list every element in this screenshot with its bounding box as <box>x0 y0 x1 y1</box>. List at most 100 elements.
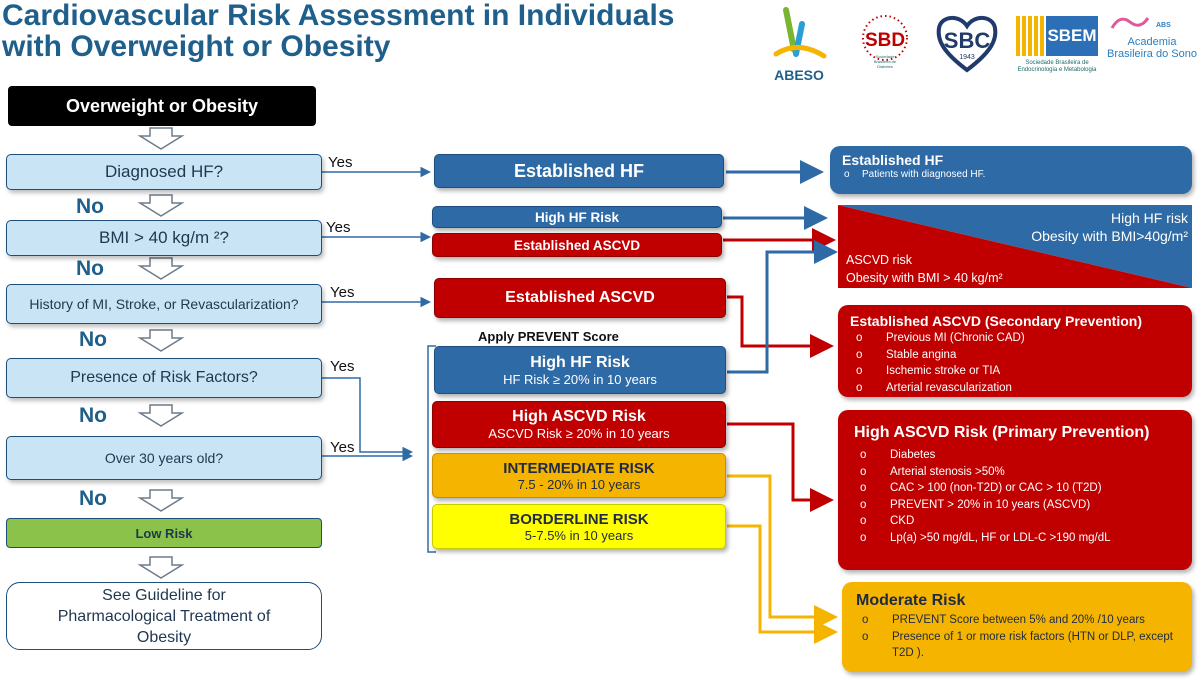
triangle-ascvd-text: ASCVD risk Obesity with BMI > 40 kg/m² <box>846 251 1003 287</box>
secondary-prevention-title: Established ASCVD (Secondary Prevention) <box>850 313 1142 329</box>
high-ascvd-risk-box: High ASCVD Risk ASCVD Risk ≥ 20% in 10 y… <box>432 401 726 448</box>
sbd-dots-icon <box>862 15 908 61</box>
down-arrow-1 <box>137 127 185 150</box>
sbem-sub: Sociedade Brasileira de Endocrinologia e… <box>1017 60 1097 73</box>
abeso-logo: ABESO <box>768 4 830 83</box>
high-ascvd-arrow <box>727 422 834 512</box>
high-hf-risk-sub: HF Risk ≥ 20% in 10 years <box>503 371 657 387</box>
ascvd-triangle <box>838 205 1192 288</box>
borderline-risk-title: BORDERLINE RISK <box>509 510 649 528</box>
sbd-label: SBD <box>864 30 906 51</box>
no-label-5: No <box>79 487 107 510</box>
secondary-prevention-panel: Established ASCVD (Secondary Prevention)… <box>838 305 1192 397</box>
abs-sub: Academia Brasileira do Sono <box>1107 36 1197 60</box>
high-hf-arrow <box>727 240 838 374</box>
title-line-1: Cardiovascular Risk Assessment in Indivi… <box>2 0 675 32</box>
start-box: Overweight or Obesity <box>8 86 316 126</box>
moderate-risk-title: Moderate Risk <box>856 592 966 609</box>
sbc-label: SBC <box>943 28 991 53</box>
down-arrow-7 <box>137 556 185 579</box>
yes-label-3: Yes <box>330 284 355 301</box>
established-ascvd-small-box: Established ASCVD <box>432 233 722 257</box>
abeso-mark-icon <box>773 7 827 59</box>
triangle-hf-line1: High HF risk <box>1110 210 1188 226</box>
established-hf-label: Established HF <box>513 160 645 181</box>
sbd-sub: Sociedade Brasileira de Diabetes <box>873 54 897 69</box>
title-line-2: with Overweight or Obesity <box>2 30 391 63</box>
intermediate-risk-title: INTERMEDIATE RISK <box>503 459 655 477</box>
sbem-grid-icon <box>1016 16 1044 56</box>
high-hf-risk-box: High HF Risk HF Risk ≥ 20% in 10 years <box>434 346 726 394</box>
established-ascvd-small-label: Established ASCVD <box>513 237 641 253</box>
triangle-ascvd-line2: Obesity with BMI > 40 kg/m² <box>846 271 1003 285</box>
triangle-ascvd-line1: ASCVD risk <box>846 253 912 267</box>
low-risk-box: Low Risk <box>6 518 322 548</box>
abs-wave-icon <box>1110 17 1150 29</box>
prevent-bracket <box>427 345 436 553</box>
page-title: Cardiovascular Risk Assessment in Indivi… <box>2 0 762 62</box>
established-hf-box: Established HF <box>434 154 724 188</box>
sbc-logo: SBC 1943 <box>935 12 999 78</box>
down-arrow-3 <box>137 257 185 280</box>
no-label-3: No <box>79 328 107 351</box>
high-ascvd-risk-sub: ASCVD Risk ≥ 20% in 10 years <box>488 426 670 441</box>
question-bmi: BMI > 40 kg/m ²? <box>6 220 322 256</box>
high-hf-risk-small-box: High HF Risk <box>432 206 722 228</box>
yes-line-4 <box>322 377 413 458</box>
high-hf-risk-title: High HF Risk <box>530 353 630 371</box>
borderline-arrow <box>727 524 838 644</box>
yes-label-4: Yes <box>330 358 355 375</box>
yes-label-2: Yes <box>326 219 351 236</box>
no-label-1: No <box>76 195 104 218</box>
borderline-risk-sub: 5-7.5% in 10 years <box>524 527 634 543</box>
triangle-hf-line2: Obesity with BMI>40g/m² <box>1031 228 1188 244</box>
question-diagnosed-hf: Diagnosed HF? <box>6 154 322 190</box>
abs-logo: ABS Academia Brasileira do Sono <box>1106 10 1198 76</box>
established-ascvd-box: Established ASCVD <box>434 278 726 318</box>
high-ascvd-risk-title: High ASCVD Risk <box>512 408 646 425</box>
down-arrows <box>137 127 185 579</box>
abs-short: ABS <box>1156 22 1171 29</box>
intermediate-arrow <box>727 474 838 629</box>
ascvd-arrow <box>727 295 834 358</box>
down-arrow-5 <box>137 404 185 427</box>
high-hf-risk-small-label: High HF Risk <box>534 209 619 225</box>
question-risk-factors: Presence of Risk Factors? <box>6 358 322 398</box>
established-ascvd-label: Established ASCVD <box>505 289 655 306</box>
borderline-risk-box: BORDERLINE RISK 5-7.5% in 10 years <box>432 504 726 549</box>
down-arrow-4 <box>137 329 185 352</box>
question-age: Over 30 years old? <box>6 436 322 480</box>
no-label-2: No <box>76 257 104 280</box>
down-arrow-2 <box>137 194 185 217</box>
no-label-4: No <box>79 404 107 427</box>
intermediate-risk-sub: 7.5 - 20% in 10 years <box>517 476 641 492</box>
question-history: History of MI, Stroke, or Revascularizat… <box>6 284 322 324</box>
heart-icon <box>936 16 998 73</box>
guideline-box: See Guideline for Pharmacological Treatm… <box>6 582 322 650</box>
sbem-label: SBEM <box>1046 16 1098 56</box>
triangle-hf-text: High HF risk Obesity with BMI>40g/m² <box>1031 209 1188 245</box>
abeso-label: ABESO <box>774 67 824 83</box>
yes-label-5: Yes <box>330 439 355 456</box>
established-hf-panel-title: Established HF <box>842 152 944 168</box>
